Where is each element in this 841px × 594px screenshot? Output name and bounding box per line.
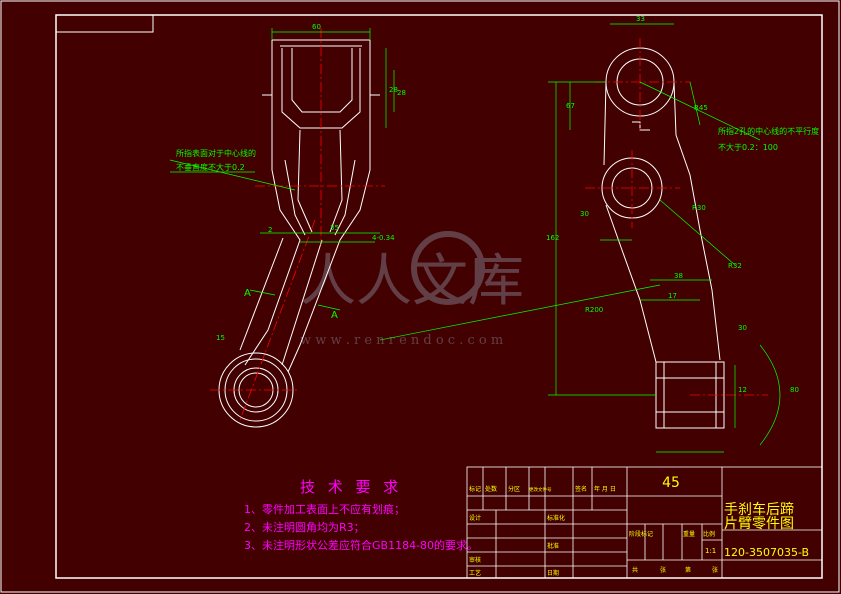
tb-sheet-total: 共 xyxy=(632,566,638,574)
tb-date: 日期 xyxy=(547,569,559,577)
dim-right-r30: R30 xyxy=(692,204,706,212)
watermark-logo-ring xyxy=(411,231,485,305)
watermark: 人人文库 w w w . r e n r e n d o c . c o m xyxy=(300,231,524,348)
perpendicularity-note-line2: 不垂直度不大于0.2 xyxy=(176,162,245,172)
dimension-lines xyxy=(169,23,781,453)
dim-right-height: 162 xyxy=(546,234,559,242)
dim-left-width: 60 xyxy=(312,23,321,31)
dim-right-38: 38 xyxy=(674,272,683,280)
title-scale: 1:1 xyxy=(705,547,716,555)
tb-header-count: 处数 xyxy=(485,485,497,493)
tb-weight: 重量 xyxy=(683,530,695,538)
dim-left-base: 35 xyxy=(330,224,339,232)
perpendicularity-note-line1: 所指表面对于中心线的 xyxy=(176,148,256,158)
dim-left-tolerance: 4-0.34 xyxy=(372,234,395,242)
tb-header-date: 年 月 日 xyxy=(594,485,616,493)
watermark-url: w w w . r e n r e n d o c . c o m xyxy=(300,333,503,348)
geometric-notes: 所指表面对于中心线的 不垂直度不大于0.2 所指2孔的中心线的不平行度 不大于0… xyxy=(176,126,819,172)
parallelism-note-line1: 所指2孔的中心线的不平行度 xyxy=(718,126,819,136)
dim-right-80: 80 xyxy=(790,386,799,394)
dim-right-top: 33 xyxy=(636,15,645,23)
tb-header-change-doc: 更改文件号 xyxy=(529,486,552,493)
title-drawing-number: 120-3507035-B xyxy=(724,546,809,559)
tb-scale-label: 比例 xyxy=(703,530,715,538)
watermark-brand: 人人文库 xyxy=(300,249,524,314)
tb-header-mark: 标记 xyxy=(469,485,481,493)
dim-right-17: 17 xyxy=(668,292,677,300)
dim-right-r32: R32 xyxy=(728,262,742,270)
dim-left-offset: 2 xyxy=(268,226,272,234)
tb-sheet-unit-2: 张 xyxy=(712,566,718,574)
tb-header-zone: 分区 xyxy=(508,485,520,493)
parallelism-note-line2: 不大于0.2：100 xyxy=(718,142,778,152)
dim-left-eye-1: 15 xyxy=(216,334,225,342)
title-material: 45 xyxy=(662,475,680,491)
tb-role-review: 审核 xyxy=(469,556,481,564)
tb-header-signature: 签名 xyxy=(575,485,587,493)
tb-sheet-no: 第 xyxy=(685,566,691,574)
requirements-title: 技 术 要 求 xyxy=(300,478,402,496)
technical-requirements: 技 术 要 求 1、零件加工表面上不应有划痕； 2、未注明圆角均为R3； 3、未… xyxy=(244,478,478,552)
dim-right-upper: 67 xyxy=(566,102,575,110)
dim-right-30: 30 xyxy=(738,324,747,332)
title-block: 45 手刹车后蹄 片臂零件图 120-3507035-B 1:1 标记 处数 分… xyxy=(466,466,823,579)
section-marks: A A xyxy=(244,288,341,321)
dim-right-hole: 30 xyxy=(580,210,589,218)
title-part-name-2: 片臂零件图 xyxy=(724,516,794,532)
title-part-name-1: 手刹车后蹄 xyxy=(724,501,794,518)
requirement-2: 2、未注明圆角均为R3； xyxy=(244,520,365,534)
dim-left-slot-1: 28 xyxy=(389,86,398,94)
tb-stage-mark: 阶段标记 xyxy=(629,530,653,538)
dim-right-r45: R45 xyxy=(694,104,708,112)
tb-role-process: 工艺 xyxy=(469,569,481,577)
tb-sheet-unit-1: 张 xyxy=(660,566,666,574)
dim-right-12: 12 xyxy=(738,386,747,394)
tb-standardization: 标准化 xyxy=(547,514,565,522)
requirement-1: 1、零件加工表面上不应有划痕； xyxy=(244,502,405,516)
dim-left-slot-2: 28 xyxy=(397,89,406,97)
section-label-a-left: A xyxy=(244,288,251,299)
requirement-3: 3、未注明形状公差应符合GB1184-80的要求。 xyxy=(244,538,478,552)
left-view-arm xyxy=(218,39,380,428)
dim-right-r200: R200 xyxy=(585,306,603,314)
tb-approval: 批准 xyxy=(547,542,559,550)
center-lines xyxy=(210,28,768,421)
dimension-texts: 60 28 28 35 4-0.34 15 2 33 67 162 R45 R3… xyxy=(216,15,799,394)
section-label-a-right: A xyxy=(331,310,338,321)
tb-role-design: 设计 xyxy=(469,514,481,522)
